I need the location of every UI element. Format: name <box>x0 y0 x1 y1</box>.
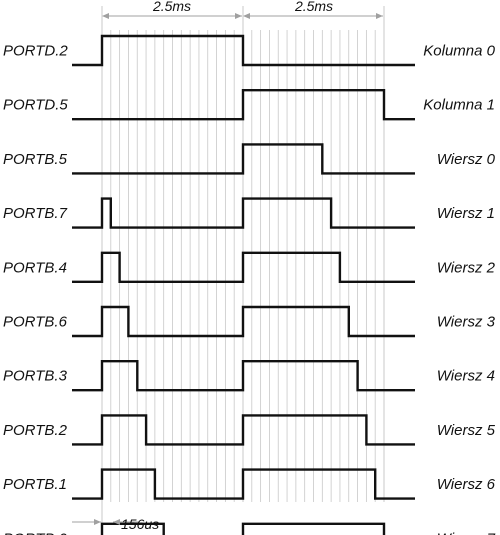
role-label: Wiersz 0 <box>437 151 496 168</box>
step-label: 156us <box>121 516 159 532</box>
role-label: Kolumna 1 <box>423 97 495 114</box>
step-dimension: 156us <box>72 516 159 532</box>
period-dimension: 2.5ms 2.5ms <box>102 0 383 19</box>
port-label: PORTB.0 <box>3 530 68 535</box>
signal-trace <box>72 143 415 175</box>
port-label: PORTD.5 <box>3 97 68 114</box>
signal-trace <box>72 305 415 338</box>
port-label: PORTB.5 <box>3 151 68 168</box>
role-label: Wiersz 3 <box>437 314 496 331</box>
signal-trace <box>72 251 415 283</box>
port-label: PORTD.2 <box>3 43 68 60</box>
role-label: Wiersz 1 <box>437 205 495 222</box>
port-label: PORTB.2 <box>3 422 68 439</box>
signal-trace <box>72 197 415 229</box>
role-label: Wiersz 5 <box>437 422 496 439</box>
role-label: Wiersz 4 <box>437 368 495 385</box>
role-label: Wiersz 7 <box>437 530 496 535</box>
port-label: PORTB.3 <box>3 368 68 385</box>
port-label: PORTB.1 <box>3 476 67 493</box>
time-grid <box>101 6 385 528</box>
period-right-label: 2.5ms <box>294 0 333 14</box>
signal-trace <box>72 360 415 392</box>
signal-trace <box>72 34 415 67</box>
role-label: Kolumna 0 <box>423 43 495 60</box>
signal-trace <box>72 89 415 121</box>
port-label: PORTB.4 <box>3 259 67 276</box>
role-label: Wiersz 6 <box>437 476 496 493</box>
port-label: PORTB.7 <box>3 205 68 222</box>
port-label: PORTB.6 <box>3 314 68 331</box>
period-left-label: 2.5ms <box>152 0 191 14</box>
role-label: Wiersz 2 <box>437 259 496 276</box>
signal-trace <box>72 414 415 446</box>
signal-trace <box>72 468 415 500</box>
